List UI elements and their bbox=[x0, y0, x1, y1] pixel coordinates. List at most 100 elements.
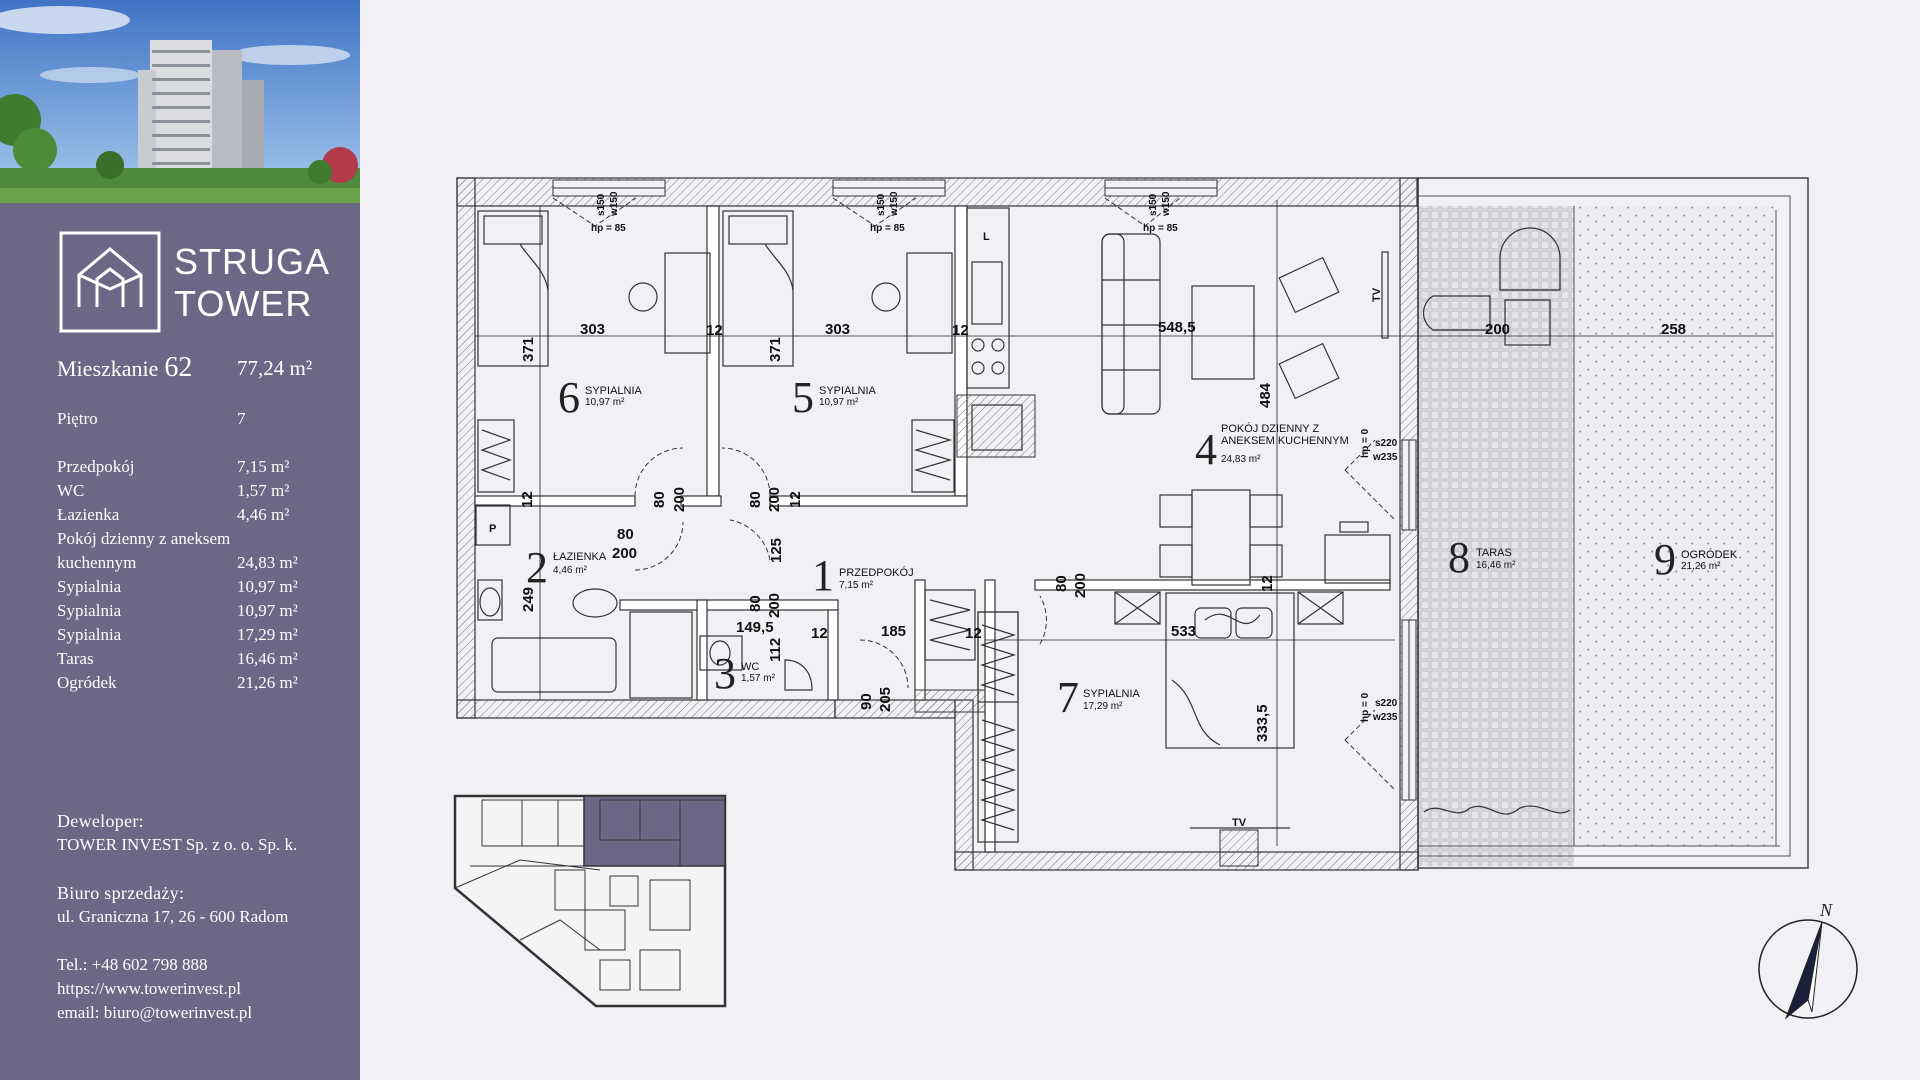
svg-text:149,5: 149,5 bbox=[736, 619, 774, 636]
svg-text:90: 90 bbox=[858, 693, 875, 710]
svg-text:200: 200 bbox=[766, 487, 783, 512]
room-8-label: 8 TARAS 16,46 m² bbox=[1448, 533, 1516, 582]
svg-text:ŁAZIENKA: ŁAZIENKA bbox=[553, 551, 607, 563]
svg-text:200: 200 bbox=[766, 593, 783, 618]
room-row: Pokój dzienny z aneksem bbox=[57, 529, 231, 548]
contact-website[interactable]: https://www.towerinvest.pl bbox=[57, 979, 241, 998]
developer-name: TOWER INVEST Sp. z o. o. Sp. k. bbox=[57, 835, 298, 854]
svg-text:249: 249 bbox=[520, 587, 537, 612]
building-photo bbox=[0, 0, 360, 203]
svg-text:w150: w150 bbox=[889, 191, 900, 217]
svg-text:200: 200 bbox=[671, 487, 688, 512]
svg-text:TV: TV bbox=[1371, 287, 1383, 302]
svg-text:TV: TV bbox=[1232, 817, 1247, 829]
room-9-label: 9 OGRÓDEK 21,26 m² bbox=[1654, 535, 1738, 584]
svg-text:s220: s220 bbox=[1375, 698, 1398, 709]
svg-text:9: 9 bbox=[1654, 535, 1676, 584]
apartment-number: 62 bbox=[164, 352, 193, 383]
svg-text:ANEKSEM KUCHENNYM: ANEKSEM KUCHENNYM bbox=[1221, 435, 1349, 447]
sales-office-title: Biuro sprzedaży: bbox=[57, 883, 185, 903]
svg-text:hp = 85: hp = 85 bbox=[870, 223, 905, 234]
svg-text:7: 7 bbox=[1057, 673, 1079, 722]
sales-office-address: ul. Graniczna 17, 26 - 600 Radom bbox=[57, 907, 289, 926]
svg-text:12: 12 bbox=[787, 491, 804, 508]
svg-text:80: 80 bbox=[1053, 575, 1070, 592]
brand-line-1: STRUGA bbox=[174, 241, 331, 282]
svg-text:OGRÓDEK: OGRÓDEK bbox=[1681, 548, 1738, 561]
room-6-label: 6 SYPIALNIA 10,97 m² bbox=[558, 373, 643, 422]
apartment-label: Mieszkanie bbox=[57, 356, 159, 381]
svg-text:10,97 m²: 10,97 m² bbox=[585, 397, 625, 408]
svg-text:303: 303 bbox=[825, 321, 850, 338]
svg-text:POKÓJ DZIENNY Z: POKÓJ DZIENNY Z bbox=[1221, 422, 1319, 435]
svg-text:484: 484 bbox=[1257, 382, 1274, 408]
svg-text:w150: w150 bbox=[609, 191, 620, 217]
contact-email[interactable]: email: biuro@towerinvest.pl bbox=[57, 1003, 253, 1022]
svg-text:w235: w235 bbox=[1372, 452, 1398, 463]
svg-text:12: 12 bbox=[811, 625, 828, 642]
svg-text:w150: w150 bbox=[1161, 191, 1172, 217]
svg-text:6: 6 bbox=[558, 373, 580, 422]
svg-text:hp = 85: hp = 85 bbox=[1143, 223, 1178, 234]
svg-text:200: 200 bbox=[1485, 321, 1510, 338]
room-7-label: 7 SYPIALNIA 17,29 m² bbox=[1057, 673, 1141, 722]
room-5-label: 5 SYPIALNIA 10,97 m² bbox=[792, 373, 877, 422]
svg-text:12: 12 bbox=[1259, 575, 1276, 592]
svg-text:533: 533 bbox=[1171, 623, 1196, 640]
svg-text:303: 303 bbox=[580, 321, 605, 338]
building-key-plan bbox=[453, 794, 727, 1008]
svg-text:8: 8 bbox=[1448, 533, 1470, 582]
svg-text:1,57 m²: 1,57 m² bbox=[741, 673, 776, 684]
svg-text:3: 3 bbox=[714, 649, 736, 698]
svg-text:hp = 0: hp = 0 bbox=[1360, 692, 1371, 722]
svg-text:24,83 m²: 24,83 m² bbox=[1221, 454, 1261, 465]
svg-text:12: 12 bbox=[965, 625, 982, 642]
svg-text:TARAS: TARAS bbox=[1476, 547, 1512, 559]
svg-text:371: 371 bbox=[767, 337, 784, 362]
svg-text:s150: s150 bbox=[876, 193, 887, 216]
svg-text:WC: WC bbox=[741, 661, 759, 673]
room-2-label: 2 ŁAZIENKA 4,46 m² bbox=[526, 543, 607, 592]
svg-text:371: 371 bbox=[520, 337, 537, 362]
floor-value: 7 bbox=[237, 409, 246, 428]
dimension-labels: 303 303 12 12 548,5 200 258 371 371 484 … bbox=[519, 319, 1686, 742]
svg-text:10,97 m²: 10,97 m² bbox=[819, 397, 859, 408]
svg-text:7,15 m²: 7,15 m² bbox=[839, 580, 874, 591]
svg-text:4: 4 bbox=[1195, 425, 1217, 474]
svg-text:205: 205 bbox=[877, 687, 894, 712]
svg-text:12: 12 bbox=[519, 491, 536, 508]
north-label: N bbox=[1819, 900, 1833, 920]
svg-text:185: 185 bbox=[881, 623, 906, 640]
svg-text:1: 1 bbox=[812, 551, 834, 600]
svg-text:258: 258 bbox=[1661, 321, 1686, 338]
svg-text:200: 200 bbox=[612, 545, 637, 562]
struga-tower-logo bbox=[59, 231, 161, 333]
svg-text:80: 80 bbox=[651, 491, 668, 508]
svg-text:SYPIALNIA: SYPIALNIA bbox=[585, 385, 643, 397]
room-4-label: 4 POKÓJ DZIENNY Z ANEKSEM KUCHENNYM 24,8… bbox=[1195, 422, 1349, 474]
svg-text:s150: s150 bbox=[1148, 193, 1159, 216]
brand-line-2: TOWER bbox=[174, 283, 313, 324]
svg-text:L: L bbox=[983, 231, 990, 243]
floor-plan: • • bbox=[453, 177, 1858, 1020]
terrace-area bbox=[1418, 206, 1574, 866]
svg-text:12: 12 bbox=[952, 322, 969, 339]
svg-text:17,29 m²: 17,29 m² bbox=[1083, 701, 1123, 712]
contact-phone[interactable]: Tel.: +48 602 798 888 bbox=[57, 955, 208, 974]
svg-text:16,46 m²: 16,46 m² bbox=[1476, 560, 1516, 571]
svg-text:4,46 m²: 4,46 m² bbox=[553, 565, 588, 576]
garden-area bbox=[1574, 206, 1774, 846]
svg-text:548,5: 548,5 bbox=[1158, 319, 1196, 336]
developer-title: Deweloper: bbox=[57, 811, 144, 831]
svg-text:s220: s220 bbox=[1375, 438, 1398, 449]
window-notes: hp = 85 s150 w150 hp = 85 s150 w150 hp =… bbox=[591, 191, 1398, 723]
